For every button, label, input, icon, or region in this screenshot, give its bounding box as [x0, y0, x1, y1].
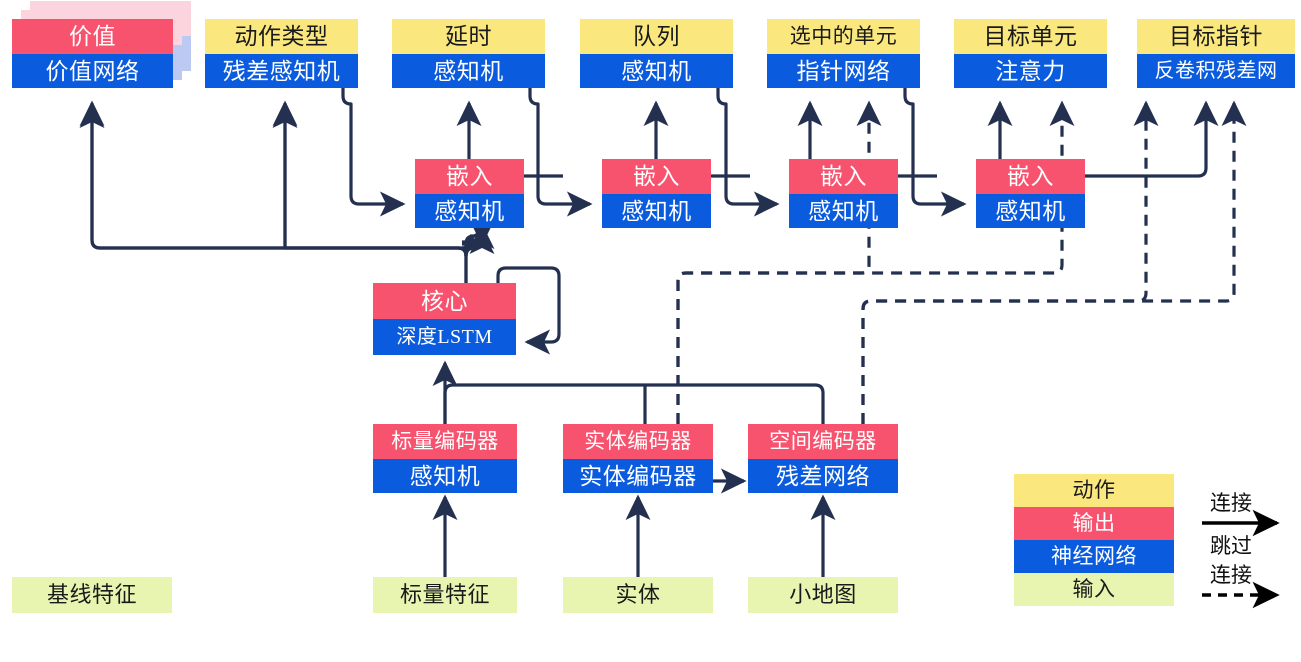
node-spatial-encoder[interactable]: 空间编码器残差网络: [748, 424, 898, 493]
node-target-unit[interactable]: 目标单元注意力: [954, 19, 1107, 88]
node-queue[interactable]: 队列感知机: [580, 19, 733, 88]
node-embed-4[interactable]: 嵌入感知机: [976, 159, 1085, 228]
node-entity-encoder-top-label: 实体编码器: [563, 424, 713, 459]
node-scalar-encoder-bottom-label: 感知机: [373, 459, 517, 493]
node-delay-top-label: 延时: [392, 19, 545, 54]
legend-action: 动作: [1014, 474, 1174, 507]
legend-output: 输出: [1014, 507, 1174, 540]
node-scalar-encoder-top-label: 标量编码器: [373, 424, 517, 459]
node-entity-encoder-bottom-label: 实体编码器: [563, 459, 713, 493]
legend-skip-label-2: 连接: [1210, 563, 1252, 587]
node-spatial-encoder-top-label: 空间编码器: [748, 424, 898, 459]
input-baseline-features[interactable]: 基线特征: [12, 577, 172, 613]
node-entity-encoder[interactable]: 实体编码器实体编码器: [563, 424, 713, 493]
node-embed-1-top-label: 嵌入: [415, 159, 524, 194]
skip-connections: [676, 100, 1247, 424]
node-embed-2-top-label: 嵌入: [602, 159, 711, 194]
node-embed-3[interactable]: 嵌入感知机: [789, 159, 898, 228]
node-target-point[interactable]: 目标指针反卷积残差网: [1137, 19, 1295, 88]
node-embed-4-top-label: 嵌入: [976, 159, 1085, 194]
node-value-top-label: 价值: [12, 19, 173, 54]
input-minimap[interactable]: 小地图: [748, 577, 898, 613]
node-embed-4-bottom-label: 感知机: [976, 194, 1085, 228]
legend-input: 输入: [1014, 573, 1174, 606]
node-core-top-label: 核心: [373, 283, 516, 319]
node-value-bottom-label: 价值网络: [12, 54, 173, 88]
node-embed-2-bottom-label: 感知机: [602, 194, 711, 228]
input-scalar-features[interactable]: 标量特征: [373, 577, 517, 613]
node-queue-bottom-label: 感知机: [580, 54, 733, 88]
node-delay-bottom-label: 感知机: [392, 54, 545, 88]
node-core[interactable]: 核心深度LSTM: [373, 283, 516, 355]
node-action-type-top-label: 动作类型: [205, 19, 358, 54]
legend-network: 神经网络: [1014, 540, 1174, 573]
legend: 动作输出神经网络输入: [1014, 474, 1174, 606]
legend-connect-label: 连接: [1210, 491, 1252, 515]
legend-skip-label-1: 跳过: [1210, 534, 1252, 558]
node-selected-units-bottom-label: 指针网络: [767, 54, 920, 88]
node-target-unit-bottom-label: 注意力: [954, 54, 1107, 88]
node-embed-3-bottom-label: 感知机: [789, 194, 898, 228]
node-embed-1-bottom-label: 感知机: [415, 194, 524, 228]
node-selected-units-top-label: 选中的单元: [767, 19, 920, 54]
node-target-unit-top-label: 目标单元: [954, 19, 1107, 54]
node-target-point-bottom-label: 反卷积残差网: [1137, 54, 1295, 88]
node-embed-1[interactable]: 嵌入感知机: [415, 159, 524, 228]
node-action-type-bottom-label: 残差感知机: [205, 54, 358, 88]
node-action-type[interactable]: 动作类型残差感知机: [205, 19, 358, 88]
node-selected-units[interactable]: 选中的单元指针网络: [767, 19, 920, 88]
node-queue-top-label: 队列: [580, 19, 733, 54]
node-target-point-top-label: 目标指针: [1137, 19, 1295, 54]
input-entities[interactable]: 实体: [563, 577, 713, 613]
node-core-bottom-label: 深度LSTM: [373, 319, 516, 355]
node-scalar-encoder[interactable]: 标量编码器感知机: [373, 424, 517, 493]
node-embed-2[interactable]: 嵌入感知机: [602, 159, 711, 228]
node-delay[interactable]: 延时感知机: [392, 19, 545, 88]
node-spatial-encoder-bottom-label: 残差网络: [748, 459, 898, 493]
node-embed-3-top-label: 嵌入: [789, 159, 898, 194]
node-value[interactable]: 价值价值网络: [12, 19, 173, 88]
